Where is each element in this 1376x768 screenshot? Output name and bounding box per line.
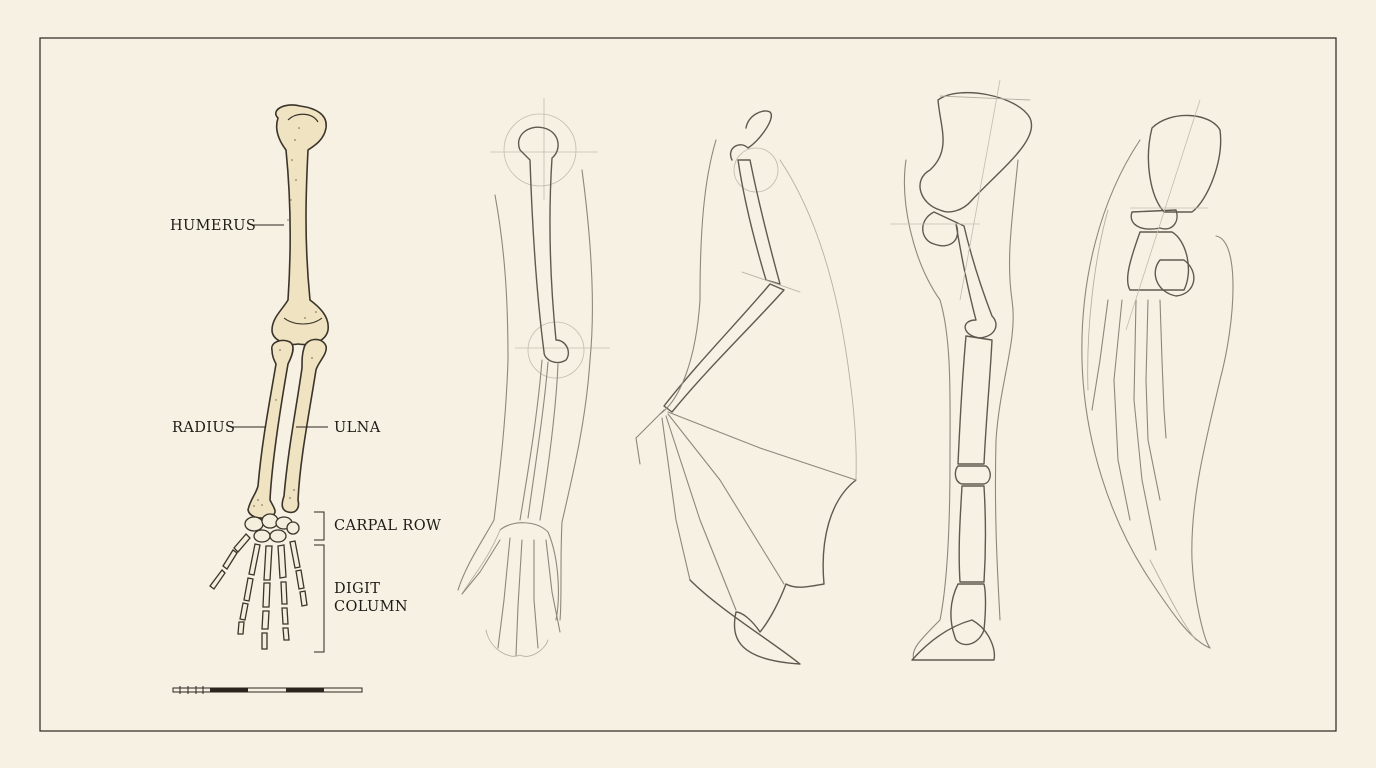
horse-leg-sketch: [890, 79, 1033, 661]
whale-flipper-sketch: [1081, 99, 1234, 649]
scale-bar: [172, 686, 363, 694]
carpal-row-bracket: [314, 511, 325, 541]
ulna-label: ULNA: [334, 420, 381, 436]
ulna-bone: [281, 338, 328, 514]
labeled-arm-skeleton: HUMERUS RADIUS ULNA CARPAL ROW DIGIT COL…: [170, 104, 441, 694]
humerus-label: HUMERUS: [170, 218, 256, 234]
carpal-row-label: CARPAL ROW: [334, 518, 441, 534]
bat-wing-sketch: [635, 110, 857, 665]
humerus-bone: [271, 104, 329, 346]
radius-label: RADIUS: [172, 420, 235, 436]
digit-column-bracket: [314, 544, 325, 653]
digit-label-line1: DIGIT: [334, 581, 380, 597]
digit-bones: [209, 533, 308, 650]
digit-label-line2: COLUMN: [334, 599, 408, 615]
plate-frame: [39, 37, 1337, 732]
human-arm-sketch: [457, 98, 610, 657]
carpal-bones: [244, 513, 300, 543]
